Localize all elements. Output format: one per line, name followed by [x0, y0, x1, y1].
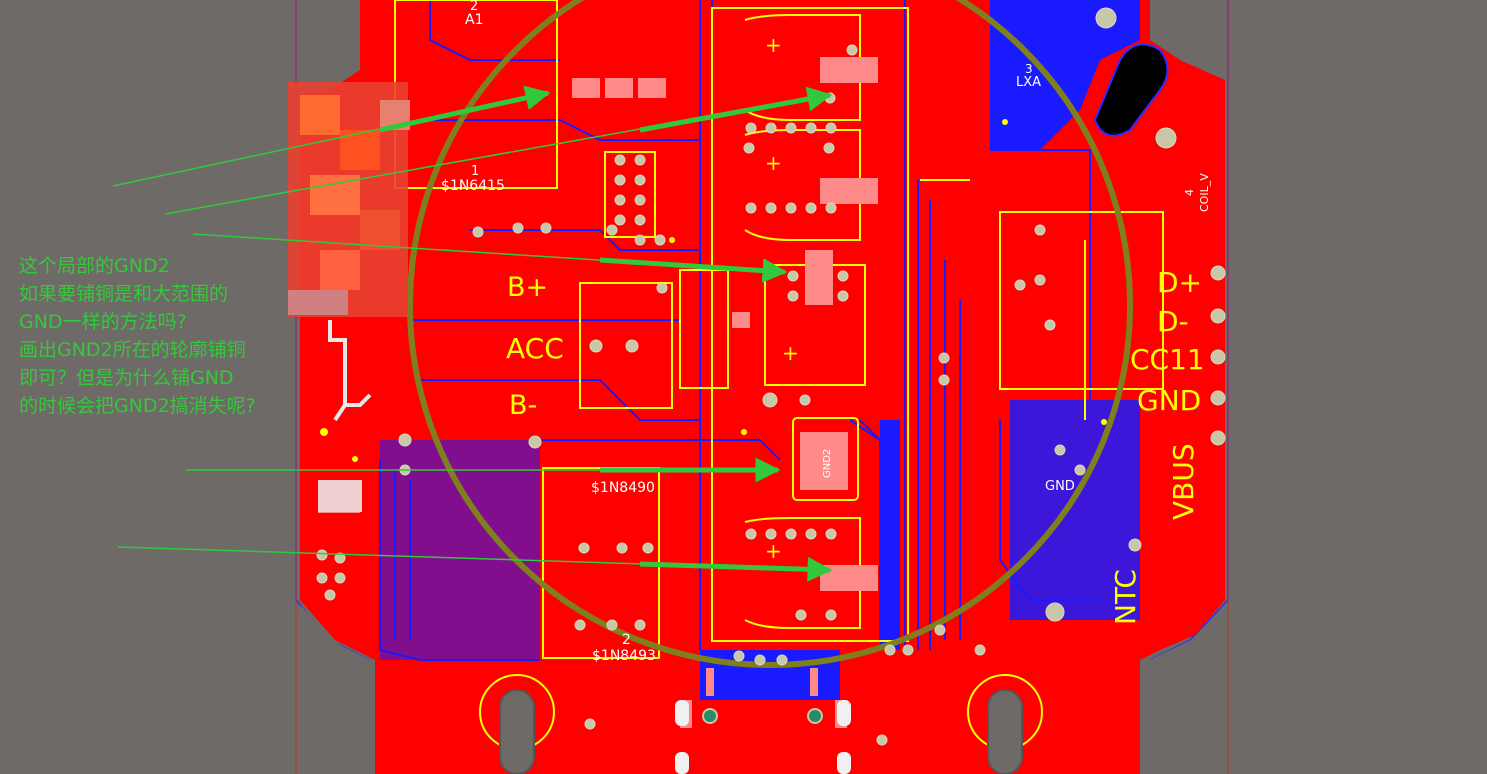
silk-plus-2: + [765, 151, 782, 175]
question-line-4: 画出GND2所在的轮廓铺铜 [19, 339, 246, 361]
silk-cc1: CC11 [1130, 343, 1205, 376]
question-annotation: 这个局部的GND2 如果要铺铜是和大范围的 GND一样的方法吗? 画出GND2所… [19, 252, 256, 420]
white-pad [318, 480, 362, 512]
silk-d3-num: 2 [622, 632, 631, 648]
silk-d-minus: D- [1157, 305, 1189, 338]
mount-cutout-top-right [1150, 0, 1225, 80]
silk-plus-1: + [765, 33, 782, 57]
silk-d1: $1N6415 [441, 178, 505, 194]
question-line-5: 即可？但是为什么铺GND [19, 367, 234, 389]
arrow-1-head [379, 85, 551, 133]
mounting-holes [479, 674, 1043, 774]
silk-u3: LXA [1016, 75, 1041, 90]
connector-pads-white [675, 700, 851, 774]
silk-gnd: GND [1137, 384, 1201, 417]
mount-cutout-top-left [300, 0, 360, 95]
silk-d2: $1N8490 [591, 480, 655, 496]
silk-plus-4: + [765, 539, 782, 563]
silk-acc: ACC [506, 332, 564, 365]
question-line-1: 这个局部的GND2 [19, 255, 170, 277]
connector-pads-green [702, 708, 823, 724]
mount-cutout-bottom-right [1145, 605, 1225, 774]
vias [316, 7, 1226, 746]
arrow-5-head [639, 556, 833, 582]
silk-u3-num: 3 [1025, 62, 1033, 76]
arrow-2-head [639, 86, 833, 133]
silkscreen-text: 2 A1 1 $1N6415 $1N8490 2 $1N8493 3 LXA 4… [441, 0, 1211, 664]
question-line-2: 如果要铺铜是和大范围的 [19, 283, 229, 305]
silk-b-plus: B+ [507, 272, 548, 303]
annotation-arrows [112, 85, 833, 582]
silk-a1-pin: 2 [470, 0, 478, 14]
silk-dots [320, 119, 1107, 462]
silk-ntc: NTC [1109, 569, 1142, 625]
silk-d1-num: 1 [471, 164, 479, 179]
silk-b-minus: B- [509, 390, 537, 421]
silk-d3: $1N8493 [592, 648, 656, 664]
silk-d-plus: D+ [1157, 266, 1202, 299]
mount-cutout-bottom-left [300, 605, 375, 774]
silk-gnd2: GND2 [822, 449, 833, 478]
highlight-circle [407, 0, 1133, 668]
silk-a1: A1 [465, 12, 483, 28]
pixelated-region [288, 82, 410, 317]
silk-vbus: VBUS [1167, 443, 1200, 520]
arrow-3-head [599, 257, 788, 284]
question-line-3: GND一样的方法吗? [19, 311, 187, 333]
silk-plus-3: + [782, 341, 799, 365]
silk-coil: COIL_V [1198, 173, 1211, 212]
white-trace [328, 320, 372, 422]
silk-coil-num: 4 [1183, 189, 1196, 196]
silk-gnd-center: GND [1045, 479, 1075, 494]
question-line-6: 的时候会把GND2搞消失呢? [19, 395, 256, 417]
slot-cutout [1093, 43, 1169, 137]
